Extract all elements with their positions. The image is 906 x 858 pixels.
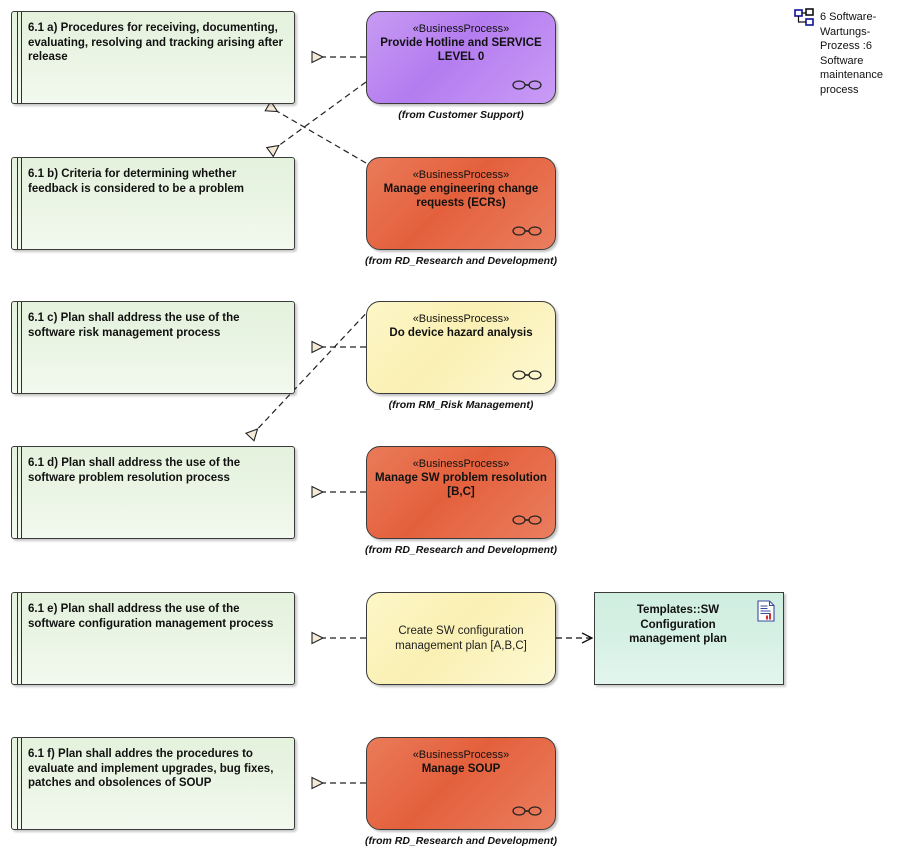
process-name: Provide Hotline and SERVICE LEVEL 0 <box>380 37 542 63</box>
business-process-icon <box>512 226 542 236</box>
process-box-manage-ecr[interactable]: «BusinessProcess» Manage engineering cha… <box>366 157 556 250</box>
requirement-left-bar-inner <box>21 738 22 829</box>
process-stereotype: «BusinessProcess» <box>412 749 510 761</box>
requirement-box-e[interactable]: 6.1 e) Plan shall address the use of the… <box>11 592 295 685</box>
diagram-title: 6 Software-Wartungs-Prozess :6 Software … <box>820 11 883 96</box>
process-stereotype: «BusinessProcess» <box>412 313 510 325</box>
process-box-manage-sw-problem-resolution[interactable]: «BusinessProcess» Manage SW problem reso… <box>366 446 556 539</box>
process-box-provide-hotline[interactable]: «BusinessProcess» Provide Hotline and SE… <box>366 11 556 104</box>
process-caption-manage-ecr: (from RD_Research and Development) <box>365 255 557 267</box>
requirement-box-c[interactable]: 6.1 c) Plan shall address the use of the… <box>11 301 295 394</box>
document-icon <box>757 600 775 622</box>
process-box-create-sw-config-mgmt-plan[interactable]: Create SW configuration management plan … <box>366 592 556 685</box>
process-box-manage-soup[interactable]: «BusinessProcess» Manage SOUP <box>366 737 556 830</box>
requirement-text-f: 6.1 f) Plan shall addres the procedures … <box>28 748 274 789</box>
process-caption-manage-soup: (from RD_Research and Development) <box>365 835 557 847</box>
business-process-icon <box>512 515 542 525</box>
process-name: Manage SW problem resolution [B,C] <box>375 472 547 498</box>
business-process-icon <box>512 370 542 380</box>
requirement-text-b: 6.1 b) Criteria for determining whether … <box>28 168 245 195</box>
requirement-box-d[interactable]: 6.1 d) Plan shall address the use of the… <box>11 446 295 539</box>
process-stereotype: «BusinessProcess» <box>412 23 510 35</box>
requirement-left-bar-inner <box>21 12 22 103</box>
requirement-text-a: 6.1 a) Procedures for receiving, documen… <box>28 22 283 63</box>
requirement-left-bar-inner <box>21 447 22 538</box>
requirement-left-bar-inner <box>21 302 22 393</box>
process-stereotype: «BusinessProcess» <box>412 458 510 470</box>
process-box-device-hazard-analysis[interactable]: «BusinessProcess» Do device hazard analy… <box>366 301 556 394</box>
process-stereotype: «BusinessProcess» <box>412 169 510 181</box>
process-name: Create SW configuration management plan … <box>395 624 527 652</box>
requirement-left-bar-inner <box>21 158 22 249</box>
process-caption-device-hazard-analysis: (from RM_Risk Management) <box>388 399 534 411</box>
class-diagram-icon <box>794 8 814 26</box>
process-caption-manage-sw-problem-resolution: (from RD_Research and Development) <box>365 544 557 556</box>
requirement-box-f[interactable]: 6.1 f) Plan shall addres the procedures … <box>11 737 295 830</box>
requirement-box-a[interactable]: 6.1 a) Procedures for receiving, documen… <box>11 11 295 104</box>
document-name: Templates::SW Configuration management p… <box>629 604 727 645</box>
requirement-text-e: 6.1 e) Plan shall address the use of the… <box>28 603 274 630</box>
process-name: Do device hazard analysis <box>389 327 533 339</box>
requirement-left-bar <box>17 12 18 103</box>
process-name: Manage SOUP <box>421 763 501 775</box>
requirement-left-bar <box>17 738 18 829</box>
requirement-left-bar <box>17 593 18 684</box>
connector-ecr-to-req-a <box>268 106 367 164</box>
requirement-left-bar-inner <box>21 593 22 684</box>
process-name: Manage engineering change requests (ECRs… <box>383 183 539 209</box>
requirement-left-bar <box>17 158 18 249</box>
document-box-sw-configuration-management-plan[interactable]: Templates::SW Configuration management p… <box>594 592 784 685</box>
business-process-icon <box>512 80 542 90</box>
requirement-text-d: 6.1 d) Plan shall address the use of the… <box>28 457 241 484</box>
requirement-box-b[interactable]: 6.1 b) Criteria for determining whether … <box>11 157 295 250</box>
requirement-text-c: 6.1 c) Plan shall address the use of the… <box>28 312 240 339</box>
business-process-icon <box>512 806 542 816</box>
process-caption-provide-hotline: (from Customer Support) <box>398 109 524 121</box>
requirement-left-bar <box>17 447 18 538</box>
requirement-left-bar <box>17 302 18 393</box>
